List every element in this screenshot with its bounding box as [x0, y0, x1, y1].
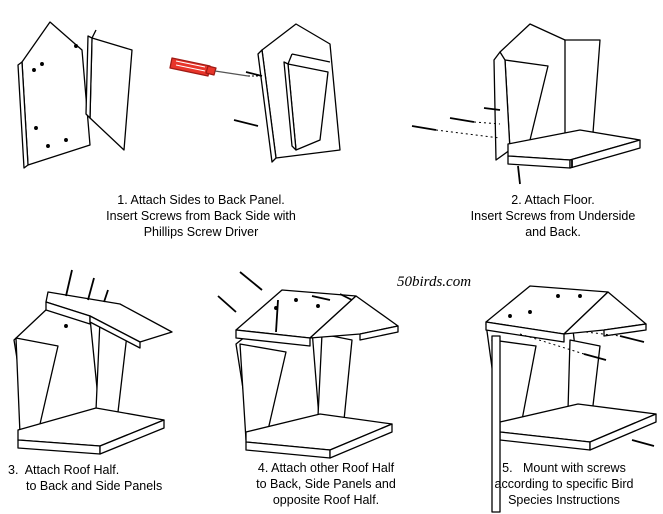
step-line: Phillips Screw Driver	[143, 225, 259, 239]
screw	[233, 71, 263, 127]
screwdriver	[169, 57, 258, 77]
screw	[411, 107, 573, 185]
step-1b-illustration	[233, 23, 341, 163]
step-line: to Back and Side Panels	[26, 479, 163, 493]
step-2-illustration	[411, 23, 641, 185]
step-number: 4.	[257, 461, 269, 475]
step-line: to Back, Side Panels and	[256, 477, 396, 491]
step-line: Attach Roof Half.	[24, 463, 120, 477]
step-number: 2.	[511, 193, 522, 207]
step-number: 1.	[117, 193, 128, 207]
step-line: opposite Roof Half.	[272, 493, 380, 507]
step-line: Attach Floor.	[524, 193, 595, 207]
step-3-illustration	[13, 269, 173, 455]
step-4-caption: 4. Attach other Roof Half to Back, Side …	[226, 460, 426, 508]
step-2-caption: 2. Attach Floor. Insert Screws from Unde…	[458, 192, 648, 240]
back-panel	[17, 21, 91, 169]
step-number: 5.	[502, 461, 513, 475]
step-number: 3.	[8, 463, 19, 477]
step-line: Attach Sides to Back Panel.	[130, 193, 285, 207]
step-3-caption: 3. Attach Roof Half. to Back and Side Pa…	[8, 462, 208, 494]
step-line: Attach other Roof Half	[271, 461, 395, 475]
step-5-caption: 5. Mount with screws according to specif…	[466, 460, 662, 508]
side-panel	[85, 29, 133, 151]
screw	[65, 269, 109, 303]
step-5-illustration	[485, 285, 657, 513]
step-line: according to specific Bird	[494, 477, 634, 491]
step-line: Insert Screws from Back Side with	[106, 209, 296, 223]
screw	[583, 335, 655, 447]
step-line: and Back.	[525, 225, 581, 239]
step-line: Mount with screws	[523, 461, 626, 475]
step-line: Species Instructions	[508, 493, 620, 507]
screw	[217, 271, 353, 333]
step-1-illustration	[17, 21, 133, 169]
watermark-text: 50birds.com	[397, 274, 472, 290]
step-1-caption: 1. Attach Sides to Back Panel. Insert Sc…	[86, 192, 316, 240]
step-line: Insert Screws from Underside	[470, 209, 636, 223]
step-4-illustration	[217, 271, 399, 459]
